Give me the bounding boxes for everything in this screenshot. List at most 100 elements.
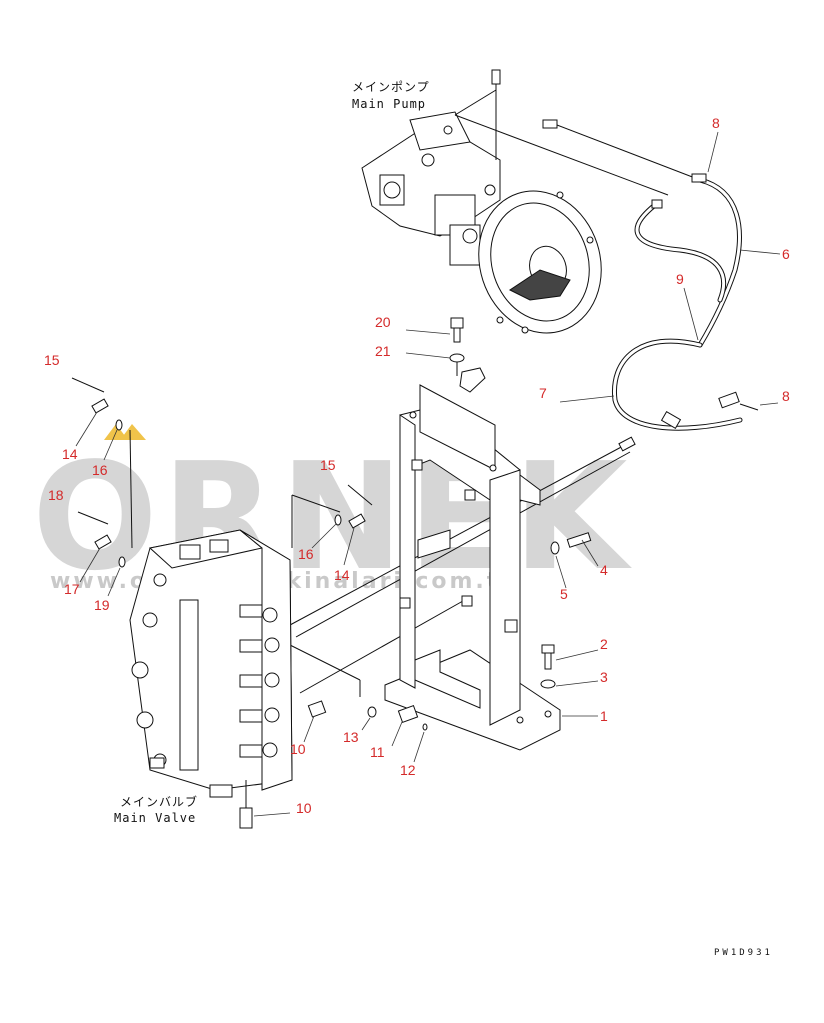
pump-bolt-3 — [556, 191, 564, 199]
callout-20: 20 — [375, 314, 391, 330]
leader-20 — [405, 329, 451, 335]
callout-leaders — [75, 131, 781, 817]
washer-21 — [449, 353, 465, 363]
ref-line-16b-2 — [291, 494, 341, 513]
leader-16a-drop — [129, 429, 133, 549]
leader-14b — [343, 527, 355, 566]
bracket-left-wall — [399, 414, 416, 689]
leader-6 — [739, 249, 781, 255]
bolt-4 — [566, 532, 592, 548]
leader-12 — [413, 731, 425, 763]
pipe-line-diag — [299, 596, 471, 694]
hose-elbow — [660, 410, 682, 430]
valve-spool-1 — [262, 607, 278, 623]
callout-15: 15 — [320, 457, 336, 473]
valve-spool-4 — [264, 707, 280, 723]
oring-16b — [334, 514, 342, 526]
fitting-10a — [307, 700, 327, 718]
oring-13 — [367, 706, 377, 718]
leader-21 — [405, 352, 451, 359]
pump-ref-line-3 — [556, 124, 696, 179]
valve-section-1 — [239, 604, 263, 618]
valve-top-block — [179, 544, 201, 560]
bracket-gusset — [414, 649, 481, 709]
callout-1: 1 — [600, 708, 608, 724]
valve-port-4 — [136, 711, 154, 729]
valve-bottom-block — [209, 784, 233, 798]
callout-13: 13 — [343, 729, 359, 745]
oring-16a — [115, 419, 123, 431]
valve-port-1 — [153, 573, 167, 587]
leader-3 — [555, 680, 599, 687]
pump-fitting-top — [491, 69, 501, 85]
pump-bolt-1 — [496, 316, 504, 324]
pump-port-e — [443, 125, 453, 135]
callout-4: 4 — [600, 562, 608, 578]
callout-5: 5 — [560, 586, 568, 602]
bracket-pin-1 — [409, 411, 417, 419]
leader-5 — [555, 555, 567, 589]
valve-top-block-2 — [209, 539, 229, 553]
callout-9: 9 — [676, 271, 684, 287]
valve-port-2 — [142, 612, 158, 628]
hose-7 — [611, 338, 743, 431]
pump-top-block — [409, 111, 471, 151]
arrow-15b — [347, 484, 373, 506]
bracket-top-clip — [459, 367, 486, 393]
leader-16a — [103, 429, 118, 461]
pipe-line-lower — [289, 644, 361, 681]
leader-10a — [303, 715, 315, 743]
bracket-hole-4 — [399, 597, 411, 609]
pump-port-b — [421, 153, 435, 167]
leader-13 — [361, 717, 371, 731]
hose-tee-8b — [739, 403, 759, 411]
valve-section-4 — [239, 709, 263, 723]
bracket-pin-3 — [516, 716, 524, 724]
leader-19 — [107, 567, 121, 597]
fitting-11 — [397, 704, 419, 724]
callout-8: 8 — [782, 388, 790, 404]
main-valve-label-en: Main Valve — [114, 811, 196, 825]
pump-bolt-4 — [521, 326, 529, 334]
main-pump-label-jp: メインポンプ — [352, 80, 430, 94]
main-pump — [361, 69, 602, 334]
bracket-hole-2 — [464, 489, 476, 501]
callout-11: 11 — [370, 744, 385, 760]
main-pump-label-en: Main Pump — [352, 97, 426, 111]
callout-21: 21 — [375, 343, 391, 359]
pump-port-c — [462, 228, 478, 244]
washer-3 — [540, 679, 556, 689]
hose-fitting-9 — [651, 199, 663, 209]
oring-12 — [422, 723, 428, 731]
bracket-hole-5 — [504, 619, 518, 633]
pump-bolt-2 — [586, 236, 594, 244]
callout-15: 15 — [44, 352, 60, 368]
main-valve-label-jp: メインバルブ — [120, 794, 198, 809]
valve-spool-5 — [262, 742, 278, 758]
pump-spline — [509, 269, 571, 301]
bracket-right-wall — [489, 469, 521, 726]
pipe-line-upper-a — [289, 444, 626, 626]
callout-6: 6 — [782, 246, 790, 262]
bolt-2-shank — [544, 652, 552, 670]
bolt-2-head — [541, 644, 555, 654]
bracket-tab — [519, 474, 541, 506]
valve-drain — [149, 757, 165, 769]
valve-spool-2 — [264, 637, 280, 653]
drawing-code: PW1D931 — [714, 948, 773, 958]
pipe-fitting-upper — [618, 436, 636, 452]
callout-10: 10 — [296, 800, 312, 816]
leader-14a — [75, 411, 98, 447]
callout-14: 14 — [334, 567, 350, 583]
leader-8b — [759, 402, 779, 406]
callout-16: 16 — [298, 546, 314, 562]
bolt-20-head — [450, 317, 464, 329]
callout-17: 17 — [64, 581, 80, 597]
bracket-pin-4 — [544, 710, 552, 718]
leader-7 — [559, 395, 615, 403]
bracket-hole-1 — [411, 459, 423, 471]
valve-center-stack — [179, 599, 199, 771]
callout-8: 8 — [712, 115, 720, 131]
fasteners — [449, 317, 592, 689]
